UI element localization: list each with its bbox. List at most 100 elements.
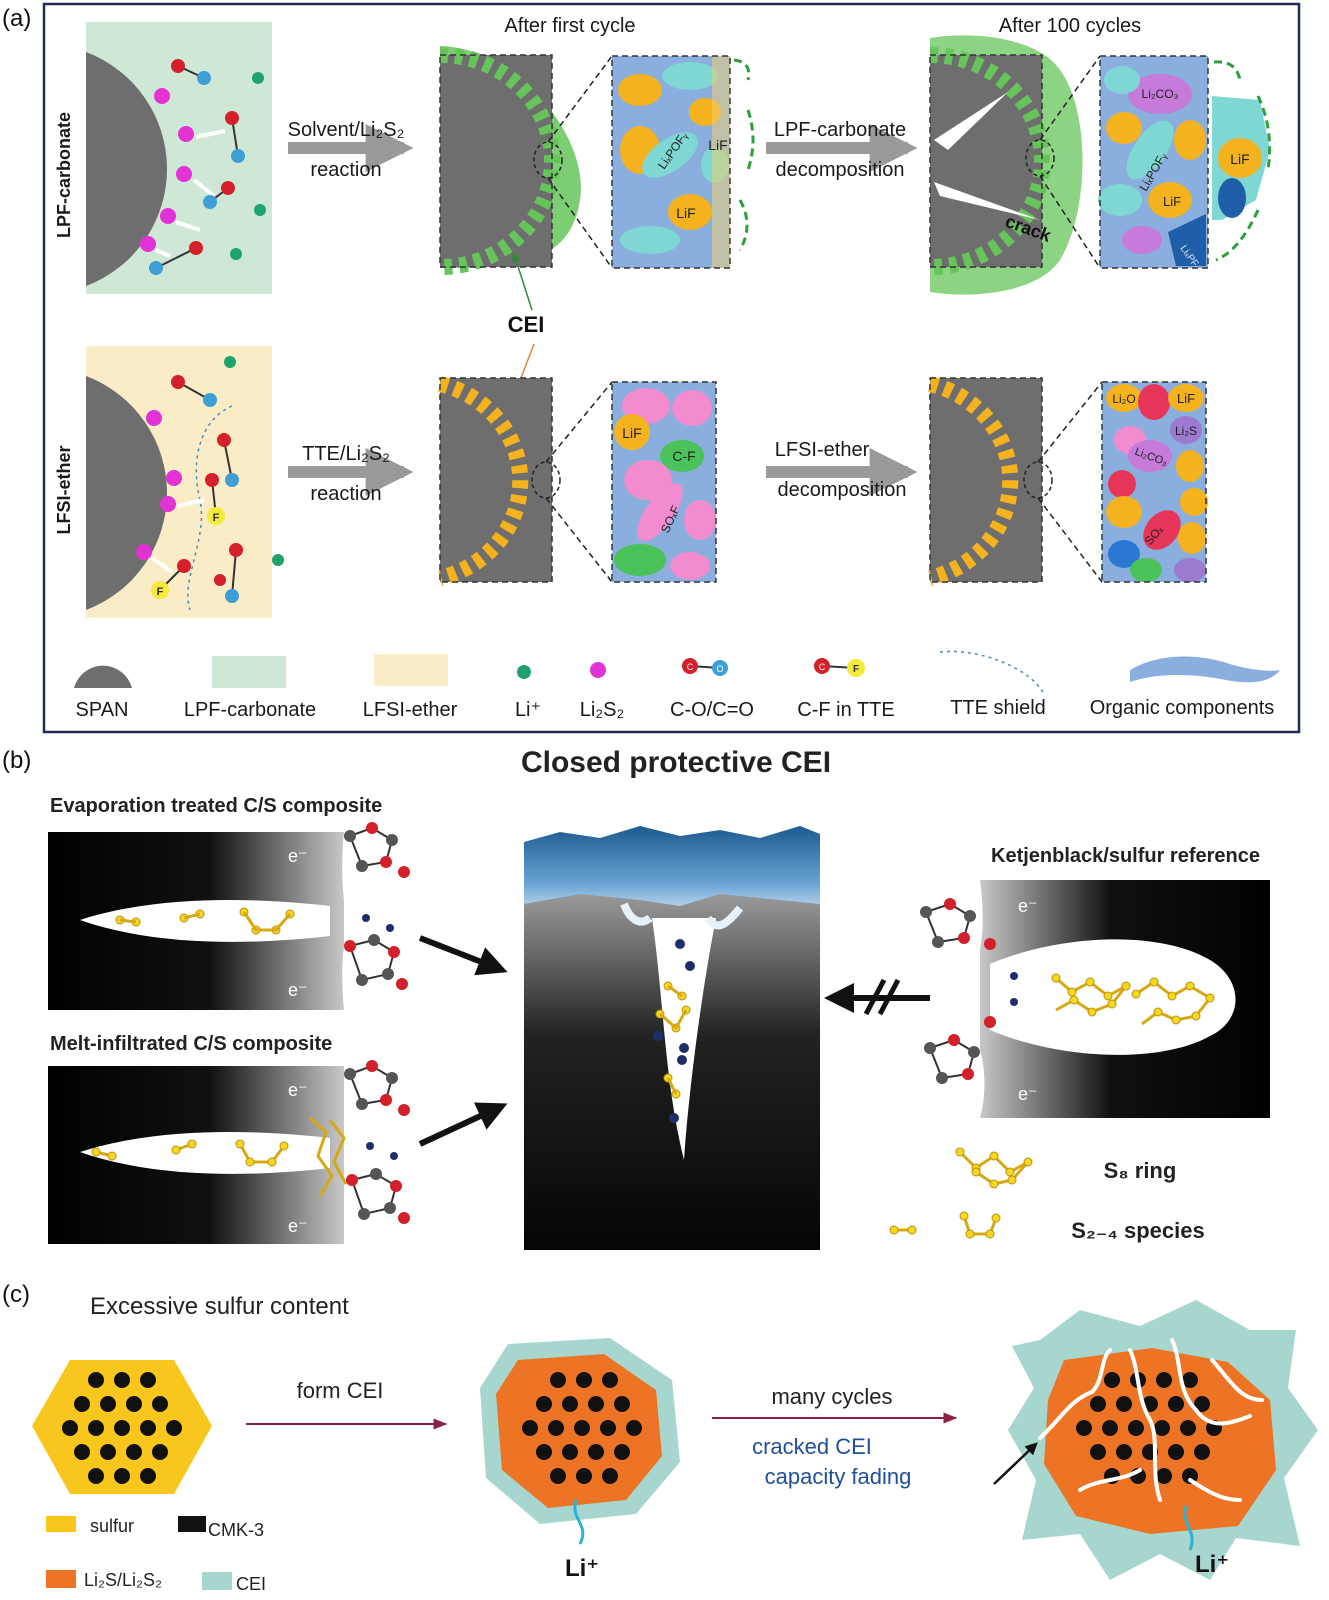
legend-tte: TTE shield	[950, 697, 1046, 719]
legend-co: C-O/C=O	[670, 699, 754, 721]
panel-c-title: Excessive sulfur content	[90, 1293, 349, 1320]
atom-c-legend-2: C	[819, 662, 826, 672]
li2s2-molecules	[140, 88, 194, 252]
zoom2-lif-b: LiF	[1230, 151, 1249, 167]
electron-evap-2: e⁻	[288, 980, 308, 1000]
row-label-lfsi-ether: LFSI-ether	[54, 445, 74, 534]
atom-f-legend: F	[853, 664, 859, 675]
legend-cf: C-F in TTE	[797, 699, 894, 721]
melt-label: Melt-infiltrated C/S composite	[50, 1033, 332, 1055]
s24-label: S₂₋₄ species	[1071, 1218, 1204, 1243]
legend-li2s: Li₂S/Li₂S₂	[84, 1570, 162, 1590]
co-molecules	[149, 59, 245, 275]
header-after-first-cycle: After first cycle	[504, 15, 635, 37]
melt-pore: e⁻ e⁻	[48, 1066, 348, 1244]
zoom-box-row2-100: Li₂O LiF Li₂S Li₂CO₃ SOₓ	[1101, 381, 1208, 583]
legend-organic-swatch	[1130, 656, 1280, 683]
lpf-carbonate-electrolyte-box	[86, 22, 272, 294]
panel-b: (b) Closed protective CEI Evaporation tr…	[2, 746, 1270, 1250]
capacity-fading-label: capacity fading	[765, 1464, 912, 1489]
s8-label: S₈ ring	[1104, 1158, 1177, 1183]
zoom3-cf: C-F	[672, 448, 695, 464]
zoom4-li2o: Li₂O	[1112, 392, 1135, 406]
legend-cei: CEI	[236, 1574, 266, 1594]
ketjen-label: Ketjenblack/sulfur reference	[991, 845, 1260, 867]
panel-b-title: Closed protective CEI	[521, 746, 831, 779]
legend-lpf: LPF-carbonate	[184, 699, 316, 721]
legend-cf-swatch: C F	[814, 658, 865, 677]
atom-f-2: F	[157, 586, 164, 598]
legend-cmk-swatch	[178, 1516, 206, 1532]
cracked-cei-label: cracked CEI	[752, 1434, 872, 1459]
zoom-box-row1-first: LiF LiₓPOFᵧ LiF	[611, 55, 755, 269]
legend-sulfur-swatch	[46, 1516, 76, 1532]
legend-organic: Organic components	[1090, 697, 1275, 719]
panel-a-legend: SPAN LPF-carbonate LFSI-ether Li⁺ Li₂S₂ …	[74, 650, 1280, 721]
semicircle-row1-100: crack	[929, 35, 1083, 295]
li-ion-label-2: Li⁺	[1195, 1551, 1229, 1578]
electron-melt-2: e⁻	[288, 1216, 308, 1236]
semicircle-row1-first	[439, 46, 581, 275]
legend-cei-swatch	[202, 1572, 232, 1590]
arrow4-bottom-label: decomposition	[778, 479, 907, 501]
electron-ketjen-1: e⁻	[1018, 896, 1038, 916]
panel-a-border	[42, 2, 1301, 734]
closed-cei-pore	[524, 826, 820, 1250]
legend-sulfur: sulfur	[90, 1516, 134, 1536]
carbonate-molecules-melt	[344, 1060, 410, 1224]
cei-label: CEI	[508, 312, 545, 337]
carbonate-molecules-evap	[344, 822, 410, 990]
arrow4-top-label: LFSI-ether	[775, 439, 870, 461]
legend-li2s-swatch	[46, 1570, 76, 1588]
legend-lfsi-swatch	[374, 654, 448, 686]
panel-c-tag: (c)	[2, 1281, 30, 1308]
legend-span: SPAN	[76, 699, 129, 721]
legend-cmk: CMK-3	[208, 1520, 264, 1540]
sulfur-hexagon-particle	[32, 1360, 212, 1494]
legend-li-swatch	[517, 665, 531, 679]
panel-c-legend: sulfur CMK-3 Li₂S/Li₂S₂ CEI	[46, 1516, 266, 1594]
ketjen-pore: e⁻ e⁻	[980, 880, 1270, 1118]
legend-li2s2: Li₂S₂	[580, 699, 624, 721]
header-after-100-cycles: After 100 cycles	[999, 15, 1141, 37]
zoom3-lif: LiF	[622, 425, 641, 441]
form-cei-label: form CEI	[297, 1378, 384, 1403]
atom-f-1: F	[213, 512, 220, 524]
zoom1-lif-b: LiF	[676, 205, 695, 221]
li-ion-label-1: Li⁺	[565, 1555, 599, 1582]
row-label-lpf-carbonate: LPF-carbonate	[54, 112, 74, 238]
zoom4-lif: LiF	[1177, 391, 1195, 406]
arrow2-bottom-label: decomposition	[776, 159, 905, 181]
evap-pore: e⁻ e⁻	[48, 832, 344, 1010]
semicircle-row2-100	[928, 376, 1053, 586]
zoom1-lif-a: LiF	[708, 137, 727, 153]
arrow1-bottom-label: reaction	[310, 159, 381, 181]
atom-c-legend-1: C	[687, 662, 694, 672]
legend-span-swatch	[74, 665, 132, 688]
panel-c: (c) Excessive sulfur content form CEI	[2, 1281, 1318, 1594]
li-ions	[230, 72, 266, 260]
zoom-box-row2-first: LiF C-F SOₓF	[611, 381, 717, 583]
arrow2-top-label: LPF-carbonate	[774, 119, 906, 141]
legend-li2s2-swatch	[590, 662, 606, 678]
zoom2-li2co3: Li₂CO₃	[1142, 87, 1179, 101]
panel-b-tag: (b)	[2, 747, 31, 774]
zoom2-lif-a: LiF	[1163, 194, 1181, 209]
many-cycles-label: many cycles	[771, 1384, 892, 1409]
evap-label: Evaporation treated C/S composite	[50, 795, 382, 817]
cracked-particle: Li⁺	[1008, 1300, 1318, 1580]
zoom-box-row1-100: Li₂CO₃ LiₓPOFᵧ LiF LiₓPFᵧ LiF	[1098, 55, 1272, 273]
arrow3-bottom-label: reaction	[310, 483, 381, 505]
electron-melt-1: e⁻	[288, 1080, 308, 1100]
sulfur-species-legend: S₈ ring S₂₋₄ species	[889, 1147, 1205, 1243]
semicircle-row2-first	[438, 376, 561, 586]
panel-a-tag: (a)	[2, 5, 31, 32]
legend-co-swatch: C O	[682, 658, 728, 676]
electron-evap-1: e⁻	[288, 846, 308, 866]
legend-tte-swatch	[939, 650, 1045, 695]
carbonate-molecules-ketjen	[920, 898, 1018, 1084]
zoom4-li2s: Li₂S	[1175, 424, 1197, 438]
legend-lfsi: LFSI-ether	[363, 699, 458, 721]
legend-li: Li⁺	[515, 699, 541, 721]
